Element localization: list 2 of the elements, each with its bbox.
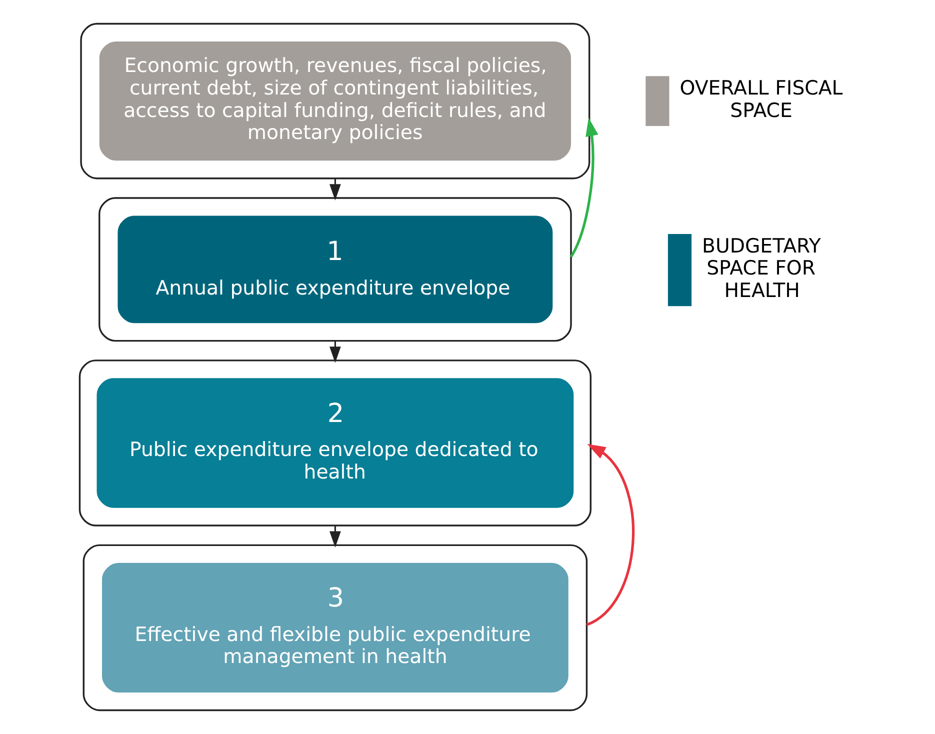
legend-label: BUDGETARY SPACE FOR HEALTH bbox=[702, 234, 821, 302]
legend-label: OVERALL FISCAL SPACE bbox=[680, 76, 843, 122]
